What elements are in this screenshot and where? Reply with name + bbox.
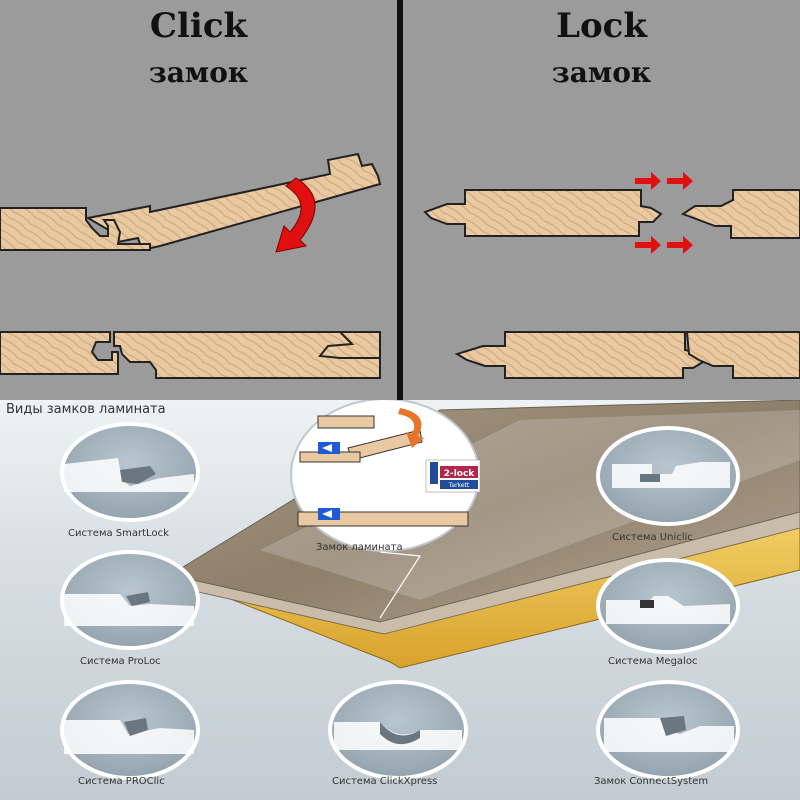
lock-subtitle: замок [551,56,652,89]
lock-locked-left-board [454,331,705,379]
caption-center: Замок ламината [316,542,403,553]
click-lock-diagram [0,152,382,379]
click-locked-left-board [0,331,119,375]
clickxpress-detail [328,680,468,780]
center-lock-inset: 2-lock Tarkett [290,400,481,552]
click-locked-right-board [113,331,381,379]
curved-arrow-icon [398,408,424,448]
badge-main-text: 2-lock [444,469,476,479]
lock-types-section: Виды замков ламината [0,400,800,800]
caption-proclic: Система PROClic [78,776,165,787]
lock-lock-diagram [423,172,800,379]
caption-megaloc: Система Megaloc [608,656,698,667]
click-title: Click [149,6,248,46]
caption-clickxpress: Система ClickXpress [332,776,438,787]
click-panel: Click замок [0,0,397,400]
connectsystem-detail [596,680,740,780]
click-angled-board [85,152,382,252]
push-arrow-icon [635,172,693,254]
curved-arrow-icon [275,177,316,253]
lock-types-title: Виды замков ламината [6,402,166,417]
lock-left-board [423,189,663,237]
uniclic-detail [596,426,740,526]
caption-uniclic: Система Uniclic [612,532,693,543]
caption-connectsystem: Замок ConnectSystem [594,776,709,787]
lock-title: Lock [556,6,647,46]
click-fixed-board [0,207,151,251]
megaloc-detail [596,558,740,654]
lock-types-illustration: 2-lock Tarkett [60,400,800,780]
smartlock-detail [60,422,200,522]
click-subtitle: замок [148,56,249,89]
lock-locked-right-board [685,331,800,379]
center-leader-line [379,551,422,619]
panel-divider [397,0,403,400]
tarkett-2lock-badge: 2-lock Tarkett [425,459,481,493]
lock-panel: Lock замок [403,0,800,400]
lock-right-board [680,189,800,239]
click-locked-right-tongue [318,331,380,359]
proloc-detail [60,550,200,650]
caption-smartlock: Система SmartLock [68,528,169,539]
proclic-detail [60,680,200,780]
caption-proloc: Система ProLoc [80,656,161,667]
badge-sub-text: Tarkett [448,482,470,489]
